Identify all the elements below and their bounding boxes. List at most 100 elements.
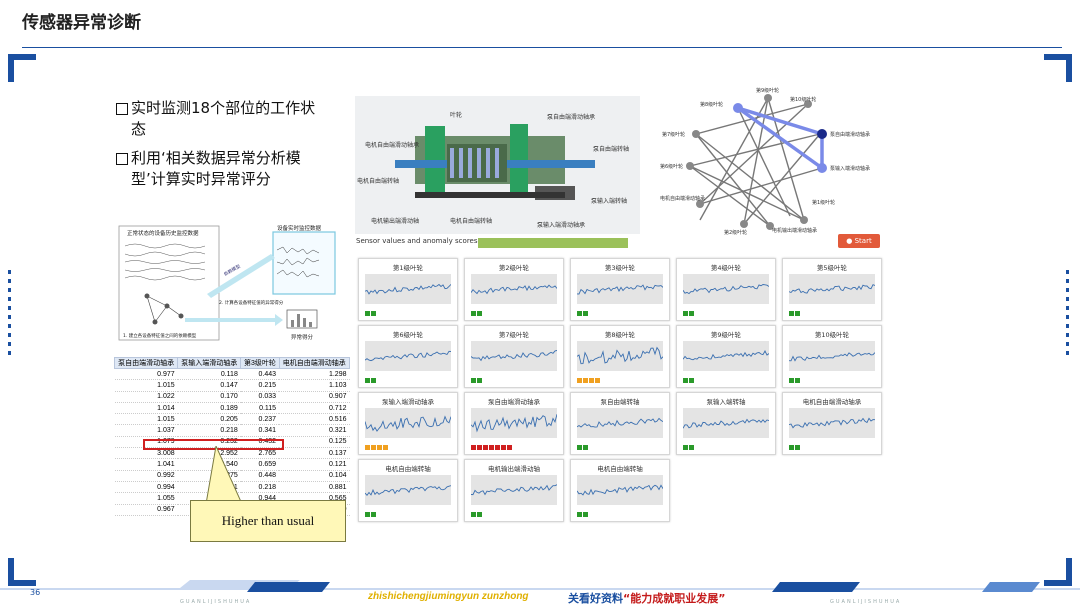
sensor-sparkline xyxy=(471,341,557,371)
sensor-name: 第4级叶轮 xyxy=(710,264,742,272)
status-dot xyxy=(477,512,482,517)
sensor-card[interactable]: 第6级叶轮 xyxy=(358,325,458,388)
table-cell: 0.881 xyxy=(279,481,350,494)
sensor-card[interactable]: 第9级叶轮 xyxy=(676,325,776,388)
flow-box2-title: 设备实时监控数据 xyxy=(277,224,322,232)
status-dot xyxy=(471,512,476,517)
pump-label: 泵输入端转轴 xyxy=(591,198,628,205)
status-dot xyxy=(501,445,506,450)
sensor-name: 第5级叶轮 xyxy=(816,264,848,272)
sensor-card[interactable]: 泵输入端转轴 xyxy=(676,392,776,455)
start-button-label: Start xyxy=(854,237,872,245)
sensor-card[interactable]: 泵自由端转轴 xyxy=(570,392,670,455)
checkbox-icon xyxy=(116,153,128,165)
sensor-card[interactable]: 第5级叶轮 xyxy=(782,258,882,321)
status-indicator xyxy=(365,311,376,316)
edge-dash xyxy=(8,288,11,292)
status-indicator xyxy=(471,378,482,383)
status-indicator xyxy=(789,378,800,383)
sensor-sparkline xyxy=(577,475,663,505)
sensor-name: 泵输入端滑动轴承 xyxy=(382,398,434,406)
sensor-card[interactable]: 第8级叶轮 xyxy=(570,325,670,388)
status-dot xyxy=(795,311,800,316)
sensor-card[interactable]: 第10级叶轮 xyxy=(782,325,882,388)
sensor-sparkline xyxy=(471,274,557,304)
sensor-card[interactable]: 第2级叶轮 xyxy=(464,258,564,321)
status-dot xyxy=(689,311,694,316)
edge-dash xyxy=(1066,306,1069,310)
status-dot xyxy=(383,445,388,450)
sensor-card[interactable]: 电机自由端转轴 xyxy=(570,459,670,522)
sensor-card[interactable]: 泵输入端滑动轴承 xyxy=(358,392,458,455)
table-cell: 2.952 xyxy=(177,447,241,460)
sensor-sparkline xyxy=(365,274,451,304)
edge-dash xyxy=(1066,288,1069,292)
sensor-sparkline xyxy=(471,408,557,438)
sensor-card[interactable]: 第4级叶轮 xyxy=(676,258,776,321)
status-indicator xyxy=(683,311,694,316)
sensor-name: 第3级叶轮 xyxy=(604,264,636,272)
pump-label: 泵自由端滑动轴承 xyxy=(547,114,596,121)
graph-node-label: 第6级叶轮 xyxy=(660,163,683,170)
sensor-sparkline xyxy=(577,408,663,438)
table-cell: 0.118 xyxy=(177,368,241,381)
sensor-sparkline xyxy=(577,274,663,304)
slogan-quote: “能力成就职业发展” xyxy=(623,592,726,605)
table-cell: 0.189 xyxy=(177,402,241,415)
sensor-card[interactable]: 第3级叶轮 xyxy=(570,258,670,321)
status-dot xyxy=(365,445,370,450)
sensor-card[interactable]: 电机自由端转轴 xyxy=(358,459,458,522)
status-dot xyxy=(371,311,376,316)
pump-label: 电机自由端转轴 xyxy=(357,178,400,185)
sensor-card[interactable]: 第7级叶轮 xyxy=(464,325,564,388)
table-cell: 0.977 xyxy=(114,368,178,381)
pump-label: 泵自由端转轴 xyxy=(593,146,630,153)
status-dot xyxy=(477,378,482,383)
sensor-name: 电机自由端转轴 xyxy=(385,465,431,473)
sensor-sparkline xyxy=(789,341,875,371)
edge-dash xyxy=(8,306,11,310)
checkbox-icon xyxy=(116,103,128,115)
edge-dash xyxy=(8,279,11,283)
graph-node-label: 第2级叶轮 xyxy=(724,229,747,236)
status-dot xyxy=(795,378,800,383)
status-indicator xyxy=(365,378,376,383)
table-cell: 0.712 xyxy=(279,402,350,415)
edge-dash xyxy=(1066,270,1069,274)
table-cell: 1.298 xyxy=(279,368,350,381)
callout-pointer xyxy=(205,446,243,504)
graph-node-label: 第1级叶轮 xyxy=(812,199,835,206)
sensor-card[interactable]: 泵自由端滑动轴承 xyxy=(464,392,564,455)
edge-dash xyxy=(1066,297,1069,301)
flow-step1: 1. 建立各设备特征值之间的依赖模型 xyxy=(123,332,197,339)
table-cell: 0.232 xyxy=(177,436,241,449)
start-button[interactable]: ● Start xyxy=(838,234,880,248)
table-cell: 0.205 xyxy=(177,413,241,426)
flow-box1-title: 正常状态的设备历史监控数据 xyxy=(127,229,199,237)
sensor-sparkline xyxy=(577,341,663,371)
flow-step2: 2. 计算各设备特征值的异常得分 xyxy=(219,299,284,306)
table-cell: 0.170 xyxy=(177,391,241,403)
edge-dash xyxy=(8,315,11,319)
sensor-card[interactable]: 第1级叶轮 xyxy=(358,258,458,321)
table-cell: 0.121 xyxy=(279,458,350,471)
graph-node-label: 泵自由端滑动轴承 xyxy=(830,131,870,138)
score-bar xyxy=(478,238,628,248)
table-cell: 0.540 xyxy=(177,458,241,471)
sensor-name: 第1级叶轮 xyxy=(392,264,424,272)
sensor-card[interactable]: 电机输出端滑动轴 xyxy=(464,459,564,522)
status-dot xyxy=(477,311,482,316)
edge-dash xyxy=(8,324,11,328)
graph-node-label: 电机自由端滑动轴承 xyxy=(660,195,705,202)
bullet-text: 利用‘相关数据异常分析模型’计算实时异常评分 xyxy=(131,149,301,188)
status-indicator xyxy=(577,378,600,383)
graph-node-label: 第10级叶轮 xyxy=(790,96,816,103)
corner-bracket xyxy=(1044,558,1072,586)
sensor-name: 第10级叶轮 xyxy=(814,331,850,339)
table-cell: 0.443 xyxy=(240,368,280,381)
sensor-card[interactable]: 电机自由端滑动轴承 xyxy=(782,392,882,455)
